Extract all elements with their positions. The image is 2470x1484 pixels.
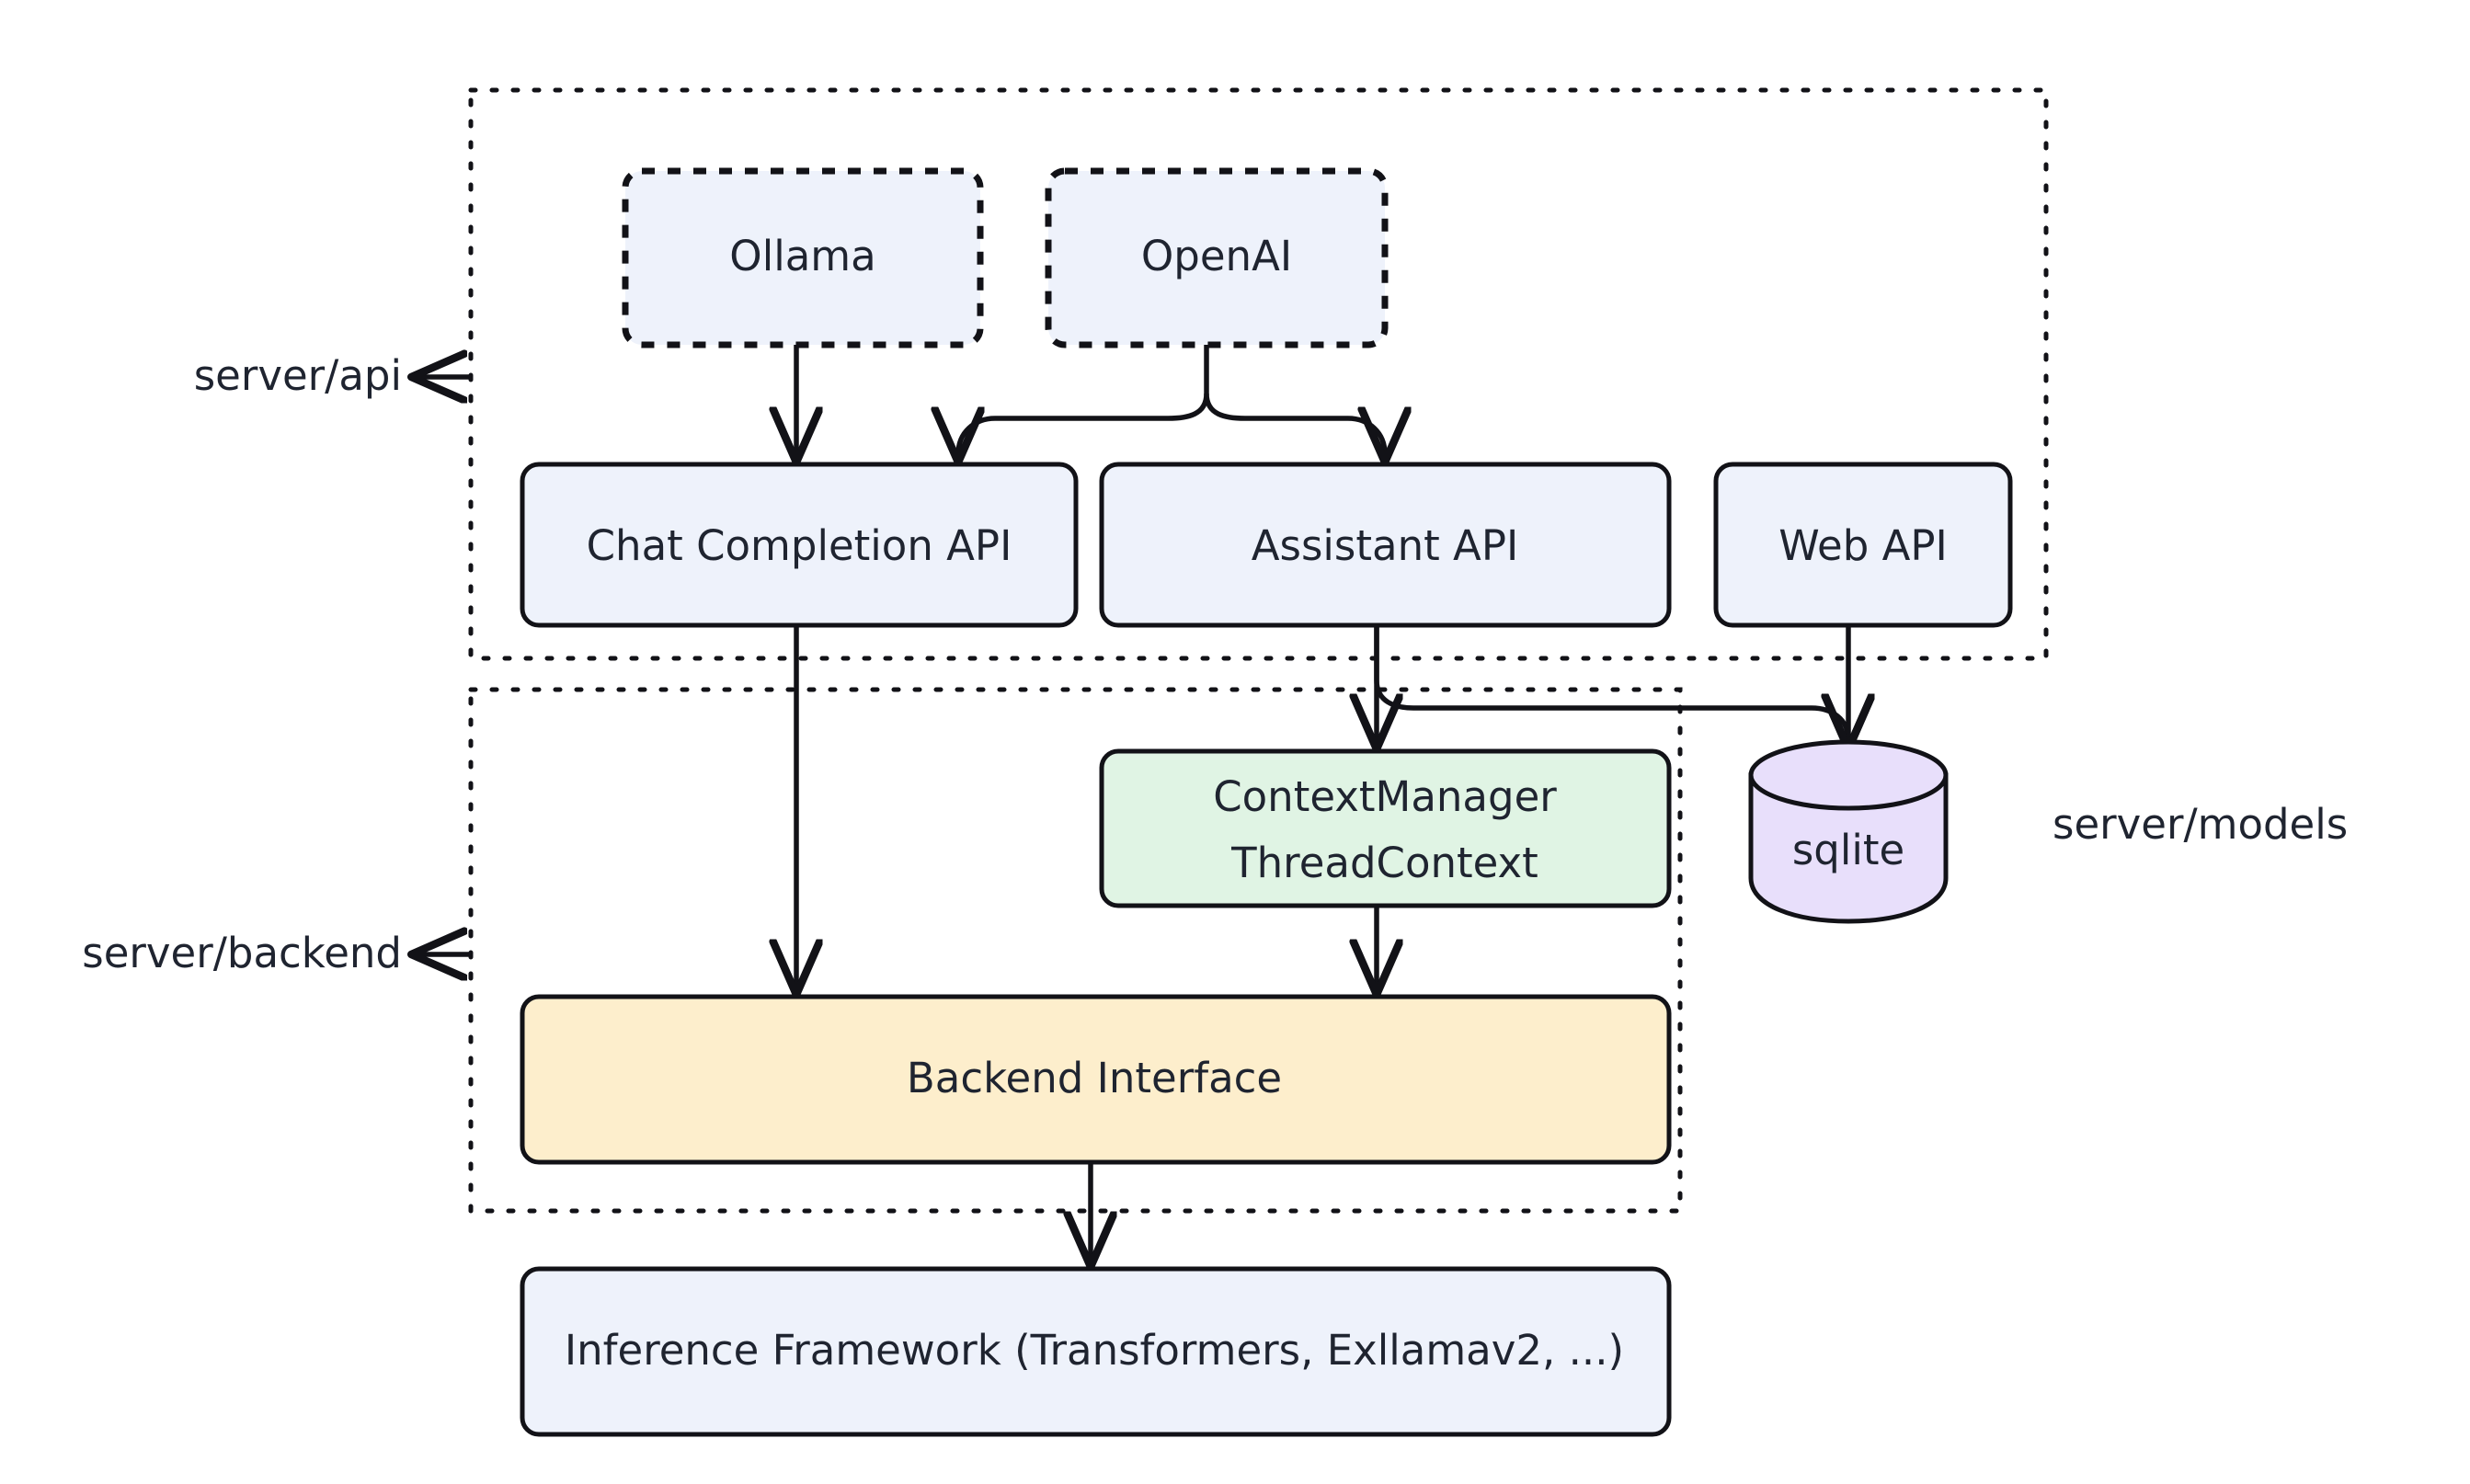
node-contextmanager-label-line2: ThreadContext [1230,839,1538,887]
node-sqlite-label: sqlite [1792,826,1904,874]
group-label-server-models-text: server/models [2053,800,2348,849]
node-ollama-label: Ollama [729,232,875,280]
edge-assistant-api-to-sqlite [1374,625,1848,747]
node-ollama[interactable]: Ollama [622,167,984,348]
node-inference-framework-shape [520,1266,1672,1437]
group-label-server-backend: server/backend [82,929,471,977]
group-label-server-api: server/api [194,351,471,400]
node-openai[interactable]: OpenAI [1045,167,1389,348]
node-openai-label: OpenAI [1141,232,1292,280]
node-backend-interface[interactable]: Backend Interface [520,994,1672,1165]
node-chat-completion-api-label: Chat Completion API [587,521,1012,570]
group-label-server-models: server/models [2053,800,2348,849]
node-chat-completion-api-shape [520,462,1079,628]
node-assistant-api-label: Assistant API [1252,521,1519,570]
node-sqlite-cylinder-top [1748,739,1949,811]
group-server-backend-box [468,687,1683,1214]
node-assistant-api-shape [1099,462,1672,628]
node-ollama-shape [622,167,984,348]
node-inference-framework-label: Inference Framework (Transformers, Exlla… [565,1326,1624,1375]
group-server-api-box [468,87,2049,661]
node-contextmanager-label-line1: ContextManager [1213,772,1557,821]
edge-openai-to-assistant-api [1204,393,1385,460]
group-label-server-backend-text: server/backend [82,929,402,977]
node-web-api[interactable]: Web API [1713,462,2013,628]
node-web-api-label: Web API [1778,521,1948,570]
node-backend-interface-label: Backend Interface [907,1054,1282,1102]
node-sqlite-cylinder-body [1748,772,1949,924]
node-inference-framework[interactable]: Inference Framework (Transformers, Exlla… [520,1266,1672,1437]
node-sqlite[interactable]: sqlite [1748,739,1949,924]
node-assistant-api[interactable]: Assistant API [1099,462,1672,628]
node-openai-shape [1045,167,1389,348]
group-label-server-api-text: server/api [194,351,402,400]
node-contextmanager-shape [1099,748,1672,908]
node-web-api-shape [1713,462,2013,628]
edge-openai-to-chat-completion-api [958,393,1209,460]
node-contextmanager[interactable]: ContextManager ThreadContext [1099,748,1672,908]
node-backend-interface-shape [520,994,1672,1165]
node-chat-completion-api[interactable]: Chat Completion API [520,462,1079,628]
